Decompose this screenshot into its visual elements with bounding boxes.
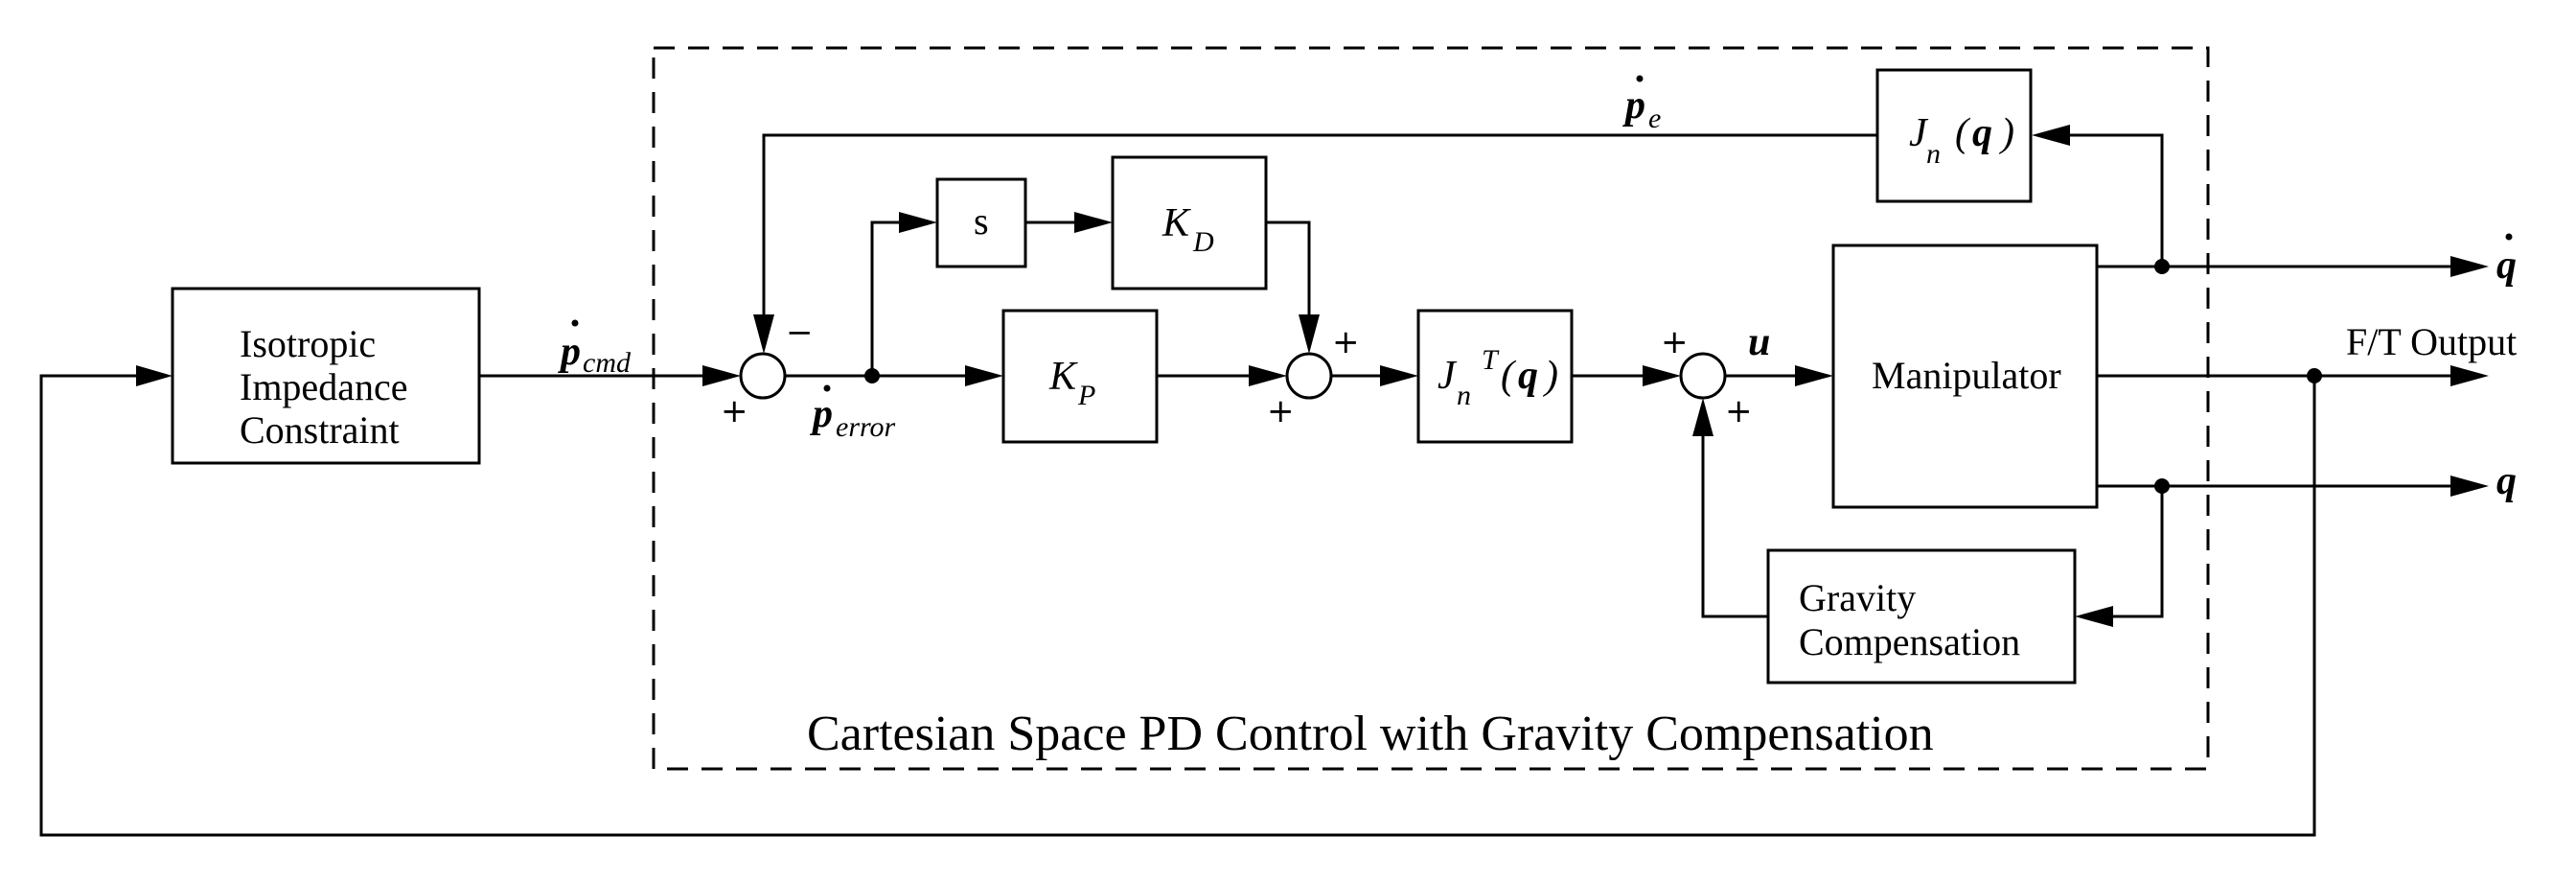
p-cmd-label: p cmd: [558, 319, 632, 379]
s-block: [935, 177, 1027, 268]
svg-text:(: (: [1501, 354, 1517, 398]
svg-text:J: J: [1438, 354, 1458, 398]
jacobian-label: J n ( q ): [1909, 111, 2014, 170]
p-e-label: p e: [1622, 75, 1661, 134]
svg-text:K: K: [1162, 201, 1191, 245]
arrow-into-sum1: [702, 365, 741, 386]
kd-block: [1111, 155, 1268, 290]
svg-text:(: (: [1955, 111, 1971, 155]
svg-text:J: J: [1909, 111, 1929, 155]
svg-text:K: K: [1048, 355, 1078, 399]
svg-text:p: p: [1622, 83, 1645, 128]
isotropic-impedance-block: [171, 287, 481, 465]
controller-title: Cartesian Space PD Control with Gravity …: [807, 707, 1934, 761]
arrow-into-sum2-top: [1299, 314, 1320, 354]
jacobian-block: [1875, 68, 2033, 203]
svg-text:q: q: [2496, 244, 2517, 288]
svg-text:n: n: [1926, 138, 1941, 170]
ft-output-label: F/T Output: [2346, 320, 2517, 363]
q-dot-to-jn-wire: [2060, 133, 2164, 267]
svg-text:q: q: [1518, 354, 1538, 398]
arrow-q-output: [2450, 476, 2489, 497]
svg-text:p: p: [558, 330, 581, 374]
s-label: s: [974, 199, 989, 243]
svg-text:error: error: [836, 411, 896, 443]
arrow-into-s: [899, 212, 937, 233]
sum2-top-plus-sign: +: [1332, 323, 1360, 361]
gravity-label-2: Compensation: [1799, 620, 2020, 663]
sum3-bottom-plus-sign: +: [1725, 392, 1753, 430]
arrow-into-kd: [1074, 212, 1113, 233]
svg-text:): ): [1999, 111, 2014, 155]
arrow-into-sum1-top: [753, 314, 774, 354]
svg-text:D: D: [1192, 226, 1214, 258]
q-label: q: [2496, 459, 2517, 503]
outer-feedback-wire: [39, 374, 2316, 837]
arrow-into-gravity: [2075, 606, 2113, 627]
sum2-left-plus-sign: +: [1267, 392, 1295, 430]
svg-text:q: q: [1972, 111, 1992, 155]
arrow-into-manipulator: [1795, 365, 1833, 386]
svg-text:): ): [1543, 354, 1558, 398]
q-dot-label: q: [2496, 233, 2517, 288]
kd-to-sum2-wire: [1266, 220, 1311, 326]
manipulator-label: Manipulator: [1872, 354, 2061, 397]
svg-text:n: n: [1457, 380, 1471, 411]
arrow-into-sum3-bottom: [1692, 398, 1714, 436]
svg-text:cmd: cmd: [583, 347, 632, 379]
sum1-plus-sign: +: [721, 392, 748, 430]
p-error-label: p error: [810, 384, 896, 443]
kd-label: K D: [1162, 201, 1214, 258]
isotropic-label-3: Constraint: [240, 408, 400, 452]
arrow-into-sum2: [1249, 365, 1287, 386]
gravity-to-sum3-wire: [1701, 427, 1768, 618]
arrow-into-isotropic: [136, 365, 172, 386]
u-label: u: [1748, 320, 1770, 364]
sum1-minus-sign: −: [786, 313, 814, 352]
isotropic-label-1: Isotropic: [240, 322, 376, 365]
q-to-gravity-wire: [2104, 486, 2164, 618]
svg-text:e: e: [1648, 103, 1661, 134]
kp-label: K P: [1048, 355, 1095, 411]
gravity-label-1: Gravity: [1799, 576, 1916, 619]
kp-block: [1001, 309, 1159, 444]
arrow-ft-output: [2450, 365, 2489, 386]
pe-feedback-wire: [762, 133, 1877, 326]
branch-point-ft: [2307, 368, 2322, 383]
arrow-into-sum3: [1643, 365, 1681, 386]
isotropic-label-2: Impedance: [240, 365, 407, 408]
arrow-into-jn: [2032, 125, 2070, 146]
derivative-branch-wire: [870, 220, 908, 376]
arrow-into-jnt: [1380, 365, 1418, 386]
svg-text:P: P: [1077, 380, 1095, 411]
jacobian-transpose-label: J n T ( q ): [1438, 344, 1558, 411]
controller-boundary: [652, 46, 2210, 771]
arrow-into-kp: [965, 365, 1003, 386]
svg-text:T: T: [1482, 344, 1500, 376]
arrow-q-dot-output: [2450, 256, 2489, 277]
svg-text:p: p: [810, 392, 833, 436]
sum3-left-plus-sign: +: [1661, 323, 1689, 361]
